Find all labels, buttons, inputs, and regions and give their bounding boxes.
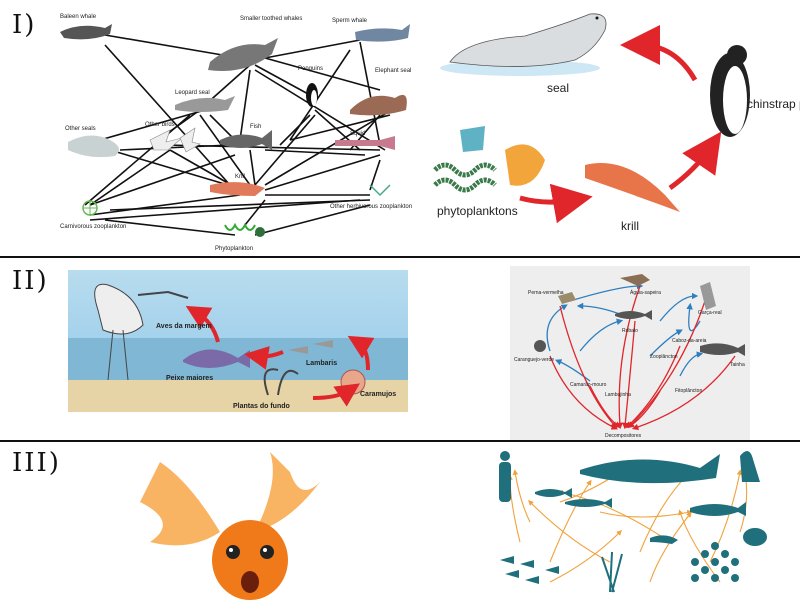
label-tainha: Tainha (730, 362, 745, 368)
label-phytoplankton: Phytoplankton (215, 246, 253, 252)
zooplankton-icon (369, 184, 391, 197)
label-baleen-whale: Baleen whale (60, 14, 97, 20)
phytoplankton-icon (224, 222, 265, 237)
whale-icon (208, 38, 278, 71)
bird-icon (740, 451, 760, 482)
penguin-icon (710, 45, 750, 137)
bird-icon (620, 274, 650, 286)
arrow-plantas-to-caramujos (312, 383, 360, 407)
label-herbivorous-zooplankton: Other herbivorous zooplankton (330, 204, 412, 210)
lake-food-chain: Aves da margem Peixe maiores Lambaris Ca… (68, 270, 408, 412)
simple-food-chain: seal chinstrap penguin phytoplanktons kr… (433, 13, 800, 233)
label-lambaris: Lambaris (306, 360, 337, 367)
krill-icon (585, 163, 680, 212)
krill-icon (210, 182, 265, 196)
label-leopard-seal: Leopard seal (175, 90, 210, 96)
label-caboz: Caboz-da-areia (672, 338, 707, 344)
section-numeral-2: II) (12, 266, 49, 296)
whale-icon (355, 24, 410, 42)
arrow-peixe-to-aves (185, 305, 220, 343)
heron-icon (94, 283, 189, 381)
label-seal: seal (547, 81, 569, 95)
arrow-lambaris-to-peixe (244, 346, 284, 370)
label-krill: Krill (235, 174, 245, 180)
label-caranguejo: Caranguejo-verde (514, 357, 554, 363)
label-sperm-whale: Sperm whale (332, 18, 368, 24)
fish-icon (700, 343, 745, 356)
shark-icon (580, 454, 720, 484)
plankton-icon (691, 542, 739, 582)
label-penguins: Penguins (298, 66, 323, 72)
section-numeral-1: I) (12, 10, 37, 40)
label-peixe: Peixe maiores (166, 375, 213, 382)
label-caramujos: Caramujos (360, 391, 396, 398)
coral-icon (601, 551, 623, 593)
seal-icon (68, 135, 119, 158)
label-carnivorous-zooplankton: Carnivorous zooplankton (60, 224, 126, 230)
arrow-phyto-to-krill (519, 183, 593, 224)
label-zooplancton: Zooplâncton (650, 354, 678, 360)
bird-icon (558, 292, 576, 304)
label-fish: Fish (250, 124, 261, 130)
label-robalo: Robalo (622, 328, 638, 334)
seal-icon (350, 94, 407, 116)
fish-school-icon (500, 556, 559, 584)
ocean-food-web (499, 451, 767, 593)
seal-icon (440, 13, 607, 76)
crab-icon (534, 340, 546, 352)
label-garca: Garça-real (698, 310, 722, 316)
arrow-caramujos-to-lambaris (347, 335, 375, 371)
krill-icon (650, 535, 678, 544)
label-other-birds: Other birds (145, 122, 175, 128)
label-krill-1b: krill (621, 219, 639, 233)
arrow-krill-to-penguin (668, 131, 722, 191)
fish-icon (615, 310, 652, 320)
penguin-icon (306, 83, 318, 107)
label-elephant-seal: Elephant seal (375, 68, 411, 74)
heron-icon (700, 282, 716, 310)
label-fitoplancton: Fitoplâncton (675, 388, 702, 394)
label-squid: Squid (350, 131, 365, 137)
label-decompositores: Decompositores (605, 433, 642, 439)
section-numeral-3: III) (12, 448, 61, 478)
label-toothed-whales: Smaller toothed whales (240, 16, 302, 22)
label-aguia: Águia-sapeira (630, 289, 661, 296)
arrow-penguin-to-seal (620, 25, 698, 82)
divider-1 (0, 256, 800, 258)
divider-2 (0, 440, 800, 442)
antarctic-food-web: Baleen whale Smaller toothed whales Sper… (60, 14, 412, 252)
fish-icon (183, 349, 250, 368)
label-camarao: Camarão-mouro (570, 382, 607, 388)
label-perna: Perna-vermelha (528, 290, 564, 296)
plant-icon (263, 368, 299, 396)
zooplankton-icon (82, 200, 98, 216)
label-other-seals: Other seals (65, 126, 96, 132)
bird-icon (149, 127, 201, 153)
fish-icon (690, 502, 746, 516)
whale-icon (60, 24, 112, 40)
seal-icon (175, 96, 235, 112)
label-phytoplanktons: phytoplanktons (437, 204, 518, 218)
squid-icon (335, 136, 395, 150)
estuary-food-web: Águia-sapeira Perna-vermelha Garça-real … (510, 266, 750, 440)
fish-icon (220, 130, 272, 150)
label-aves: Aves da margem (156, 323, 212, 330)
fish-icon (565, 498, 612, 508)
phytoplankton-icon (433, 126, 545, 193)
goldfish-photo (140, 452, 320, 600)
label-lambujinha: Lambujinha (605, 392, 631, 398)
human-icon (499, 451, 511, 502)
shell-icon (743, 528, 767, 546)
goldfish-icon (140, 452, 320, 600)
label-penguin: chinstrap penguin (747, 97, 800, 111)
fish-icon (535, 488, 572, 498)
fish-icon (288, 340, 333, 354)
label-plantas: Plantas do fundo (233, 403, 290, 410)
